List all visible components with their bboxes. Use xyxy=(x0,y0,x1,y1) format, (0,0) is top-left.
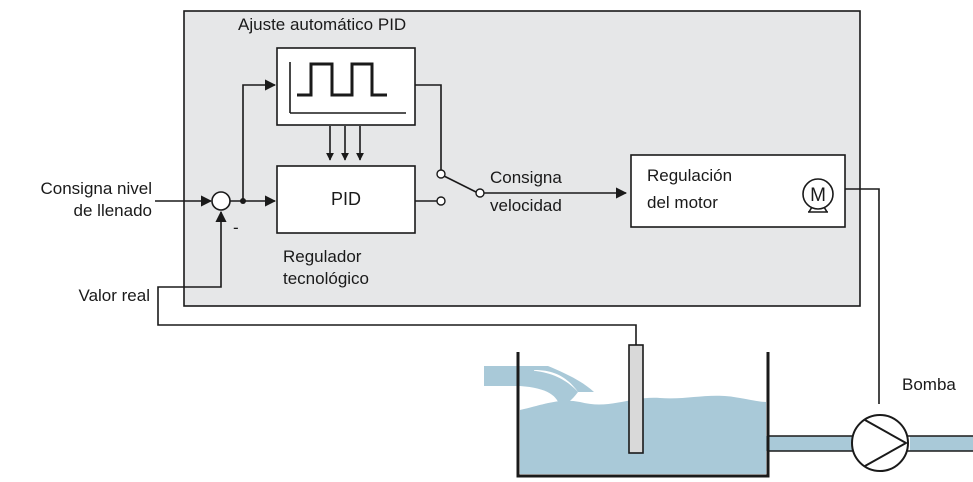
pid-label: PID xyxy=(331,189,361,209)
level-sensor xyxy=(628,344,644,454)
pump-label: Bomba xyxy=(902,375,956,394)
pid-block: PID xyxy=(276,165,416,234)
setpoint-label-line1: Consigna nivel xyxy=(40,179,152,198)
pump-icon xyxy=(851,414,909,472)
motor-control-label-line2: del motor xyxy=(647,193,718,212)
speed-setpoint-label-line1: Consigna xyxy=(490,168,562,187)
motor-icon: M xyxy=(802,178,834,213)
square-wave-icon xyxy=(297,62,387,97)
autotune-title: Ajuste automático PID xyxy=(238,15,406,34)
minus-sign: - xyxy=(233,218,239,237)
discharge-pipe xyxy=(910,436,973,451)
speed-setpoint-label-line2: velocidad xyxy=(490,196,562,215)
branch-to-autotune-arrow xyxy=(242,79,277,201)
summing-junction-icon xyxy=(211,191,231,211)
tank-wall xyxy=(516,352,770,478)
changeover-switch-icon xyxy=(443,175,477,193)
motor-control-label-line1: Regulación xyxy=(647,166,732,185)
autotune-output-wire xyxy=(415,84,442,170)
inflow-pipe xyxy=(484,366,594,392)
switch-contact-bottom xyxy=(436,196,446,206)
feedback-wire xyxy=(157,210,637,345)
motor-to-pump-wire xyxy=(845,188,880,404)
actual-value-label: Valor real xyxy=(79,286,151,305)
outflow-pipe xyxy=(766,436,861,451)
inflow-stream xyxy=(520,370,578,408)
setpoint-label-line2: de llenado xyxy=(74,201,152,220)
switch-contact-common xyxy=(475,188,485,198)
regulator-label-line1: Regulador xyxy=(283,247,362,266)
regulator-label-line2: tecnológico xyxy=(283,269,369,288)
svg-text:M: M xyxy=(810,185,826,206)
switch-contact-top xyxy=(436,169,446,179)
motor-control-block: Regulación del motor M xyxy=(630,154,846,228)
autotune-block xyxy=(276,47,416,126)
